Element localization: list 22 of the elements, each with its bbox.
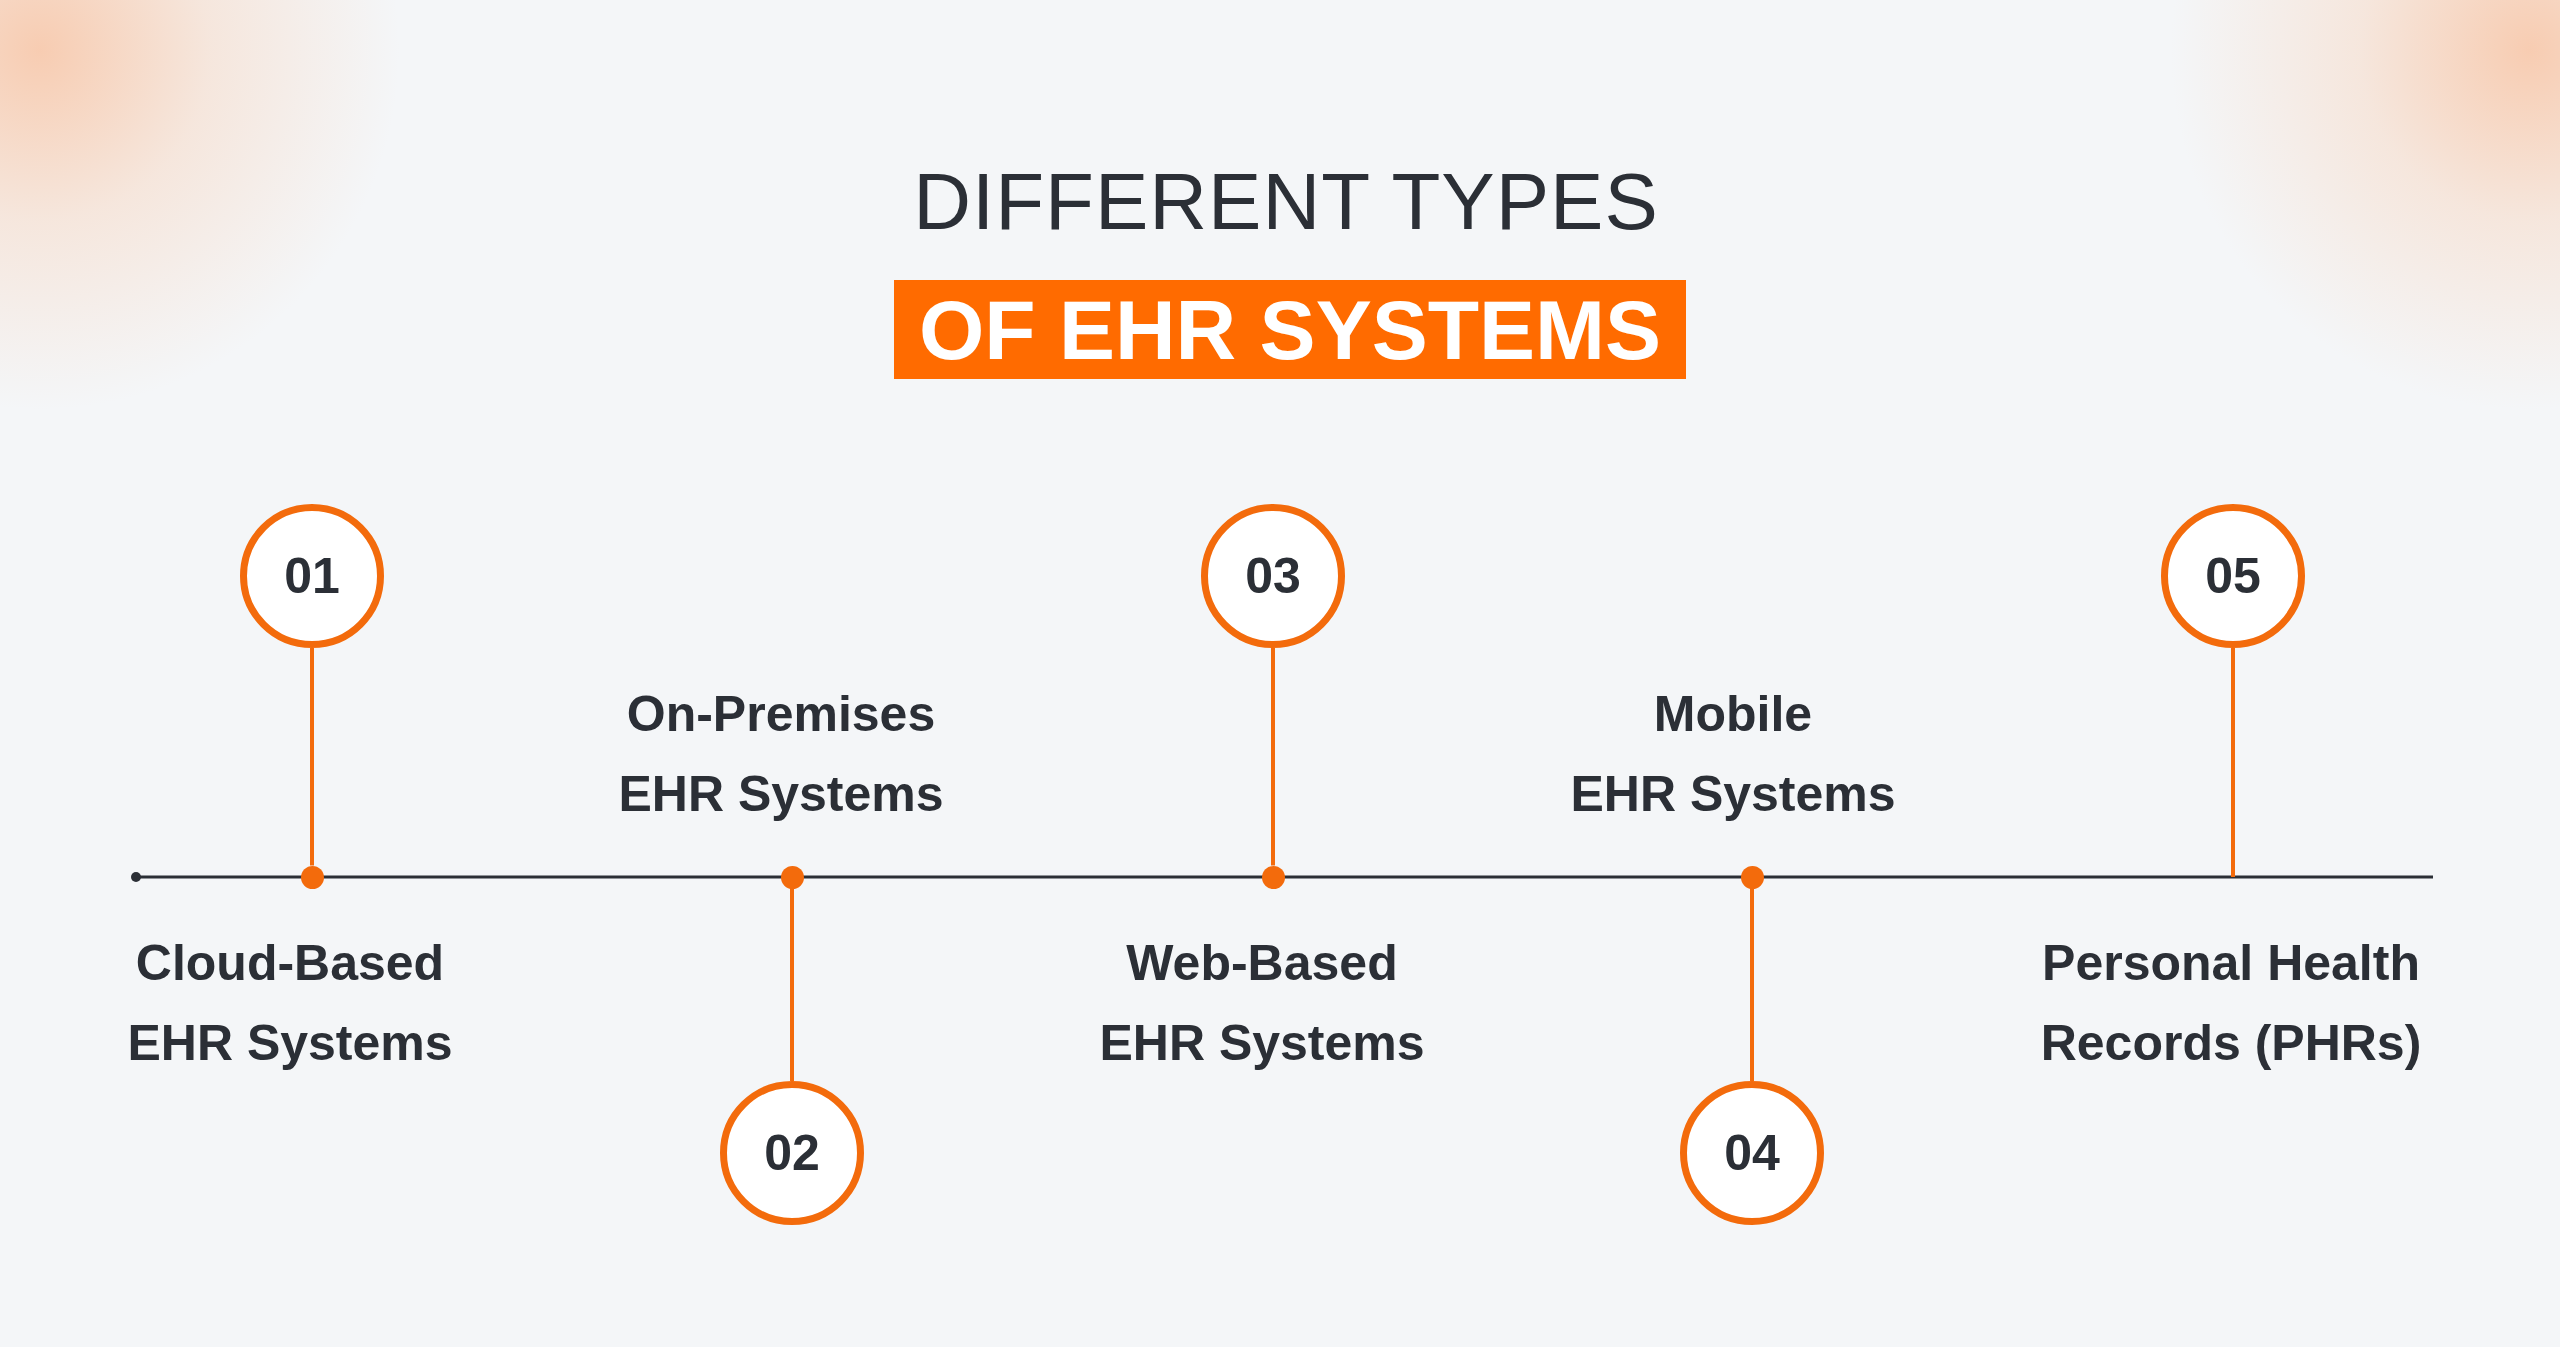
connector-line	[1271, 648, 1275, 866]
title-band	[894, 280, 1686, 379]
connector-line	[2231, 648, 2235, 877]
step-caption: Personal Health Records (PHRs)	[2040, 934, 2422, 1073]
step-number: 04	[1724, 1128, 1780, 1178]
timeline-dot	[300, 865, 324, 889]
step-number: 05	[2205, 551, 2261, 601]
step-number: 01	[284, 551, 340, 601]
title: DIFFERENT TYPES	[913, 162, 1659, 242]
connector-line	[790, 888, 794, 1081]
step-caption: Web-Based EHR Systems	[1099, 934, 1425, 1073]
step-caption: Cloud-Based EHR Systems	[127, 934, 453, 1073]
step-number: 03	[1245, 551, 1301, 601]
connector-line	[1750, 888, 1754, 1081]
connector-line	[310, 648, 314, 866]
step-caption: Mobile EHR Systems	[1570, 685, 1896, 824]
timeline-dot	[1261, 865, 1285, 889]
timeline-dot	[780, 865, 804, 889]
title-highlight-text: OF EHR SYSTEMS	[918, 287, 1662, 372]
step-caption: On-Premises EHR Systems	[618, 685, 944, 824]
step-number: 02	[764, 1128, 820, 1178]
timeline-dot	[1740, 865, 1764, 889]
